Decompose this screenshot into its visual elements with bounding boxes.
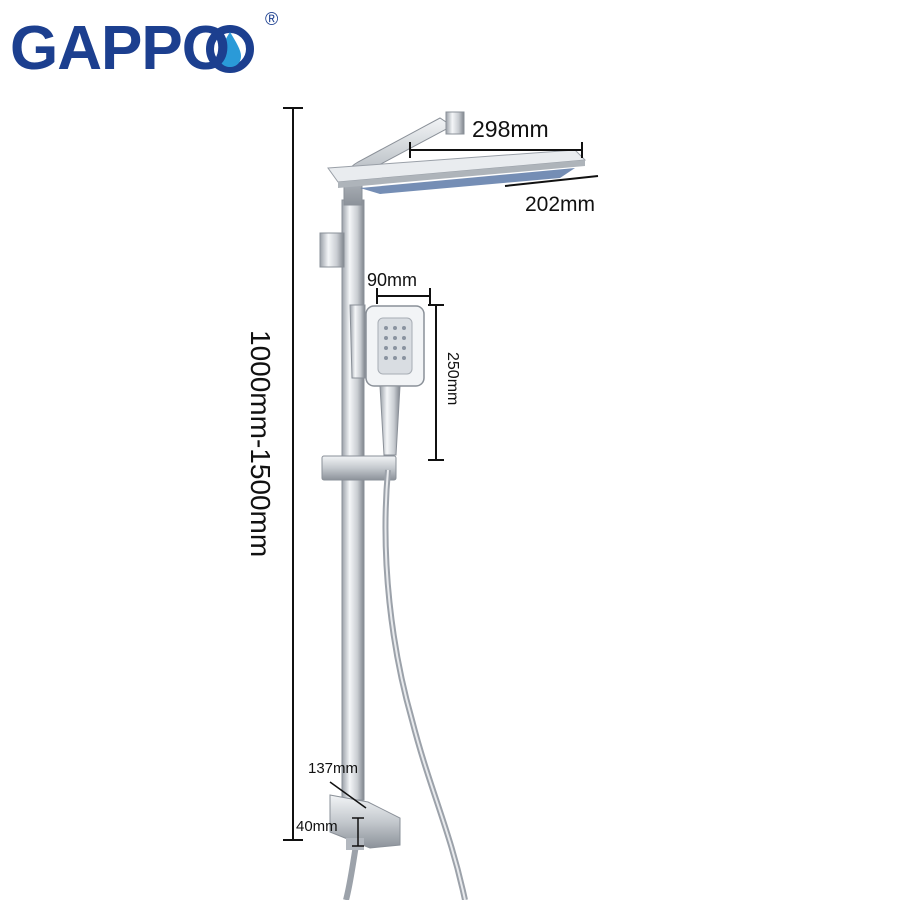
hand-shower [365,305,425,456]
rain-shower-head [327,149,587,194]
base-dimension-lines [329,781,367,847]
hand-shower-holder [349,304,366,379]
upper-wall-bracket [319,232,345,268]
brand-logo: GAPPO ® [10,10,278,80]
total-height-dimension-line [283,107,303,841]
riser-bar [341,199,365,801]
bracket-length-label: 137mm [308,760,359,777]
head-depth-label: 202mm [525,193,596,216]
diverter-valve [329,794,401,850]
brand-name: GAPPO [10,14,230,83]
hand-dimension-lines [376,288,444,461]
hand-length-label: 250mm [444,352,461,406]
total-height-label: 1000mm-1500mm [245,330,276,558]
head-width-label: 298mm [472,116,549,142]
hand-width-label: 90mm [367,270,418,290]
base-size-label: 40mm [296,818,338,835]
arm-connector [445,111,465,135]
registered-mark: ® [265,9,278,29]
head-dimension-lines [409,142,599,187]
logo-drop-icon [206,25,254,73]
slider-clamp [321,455,397,481]
